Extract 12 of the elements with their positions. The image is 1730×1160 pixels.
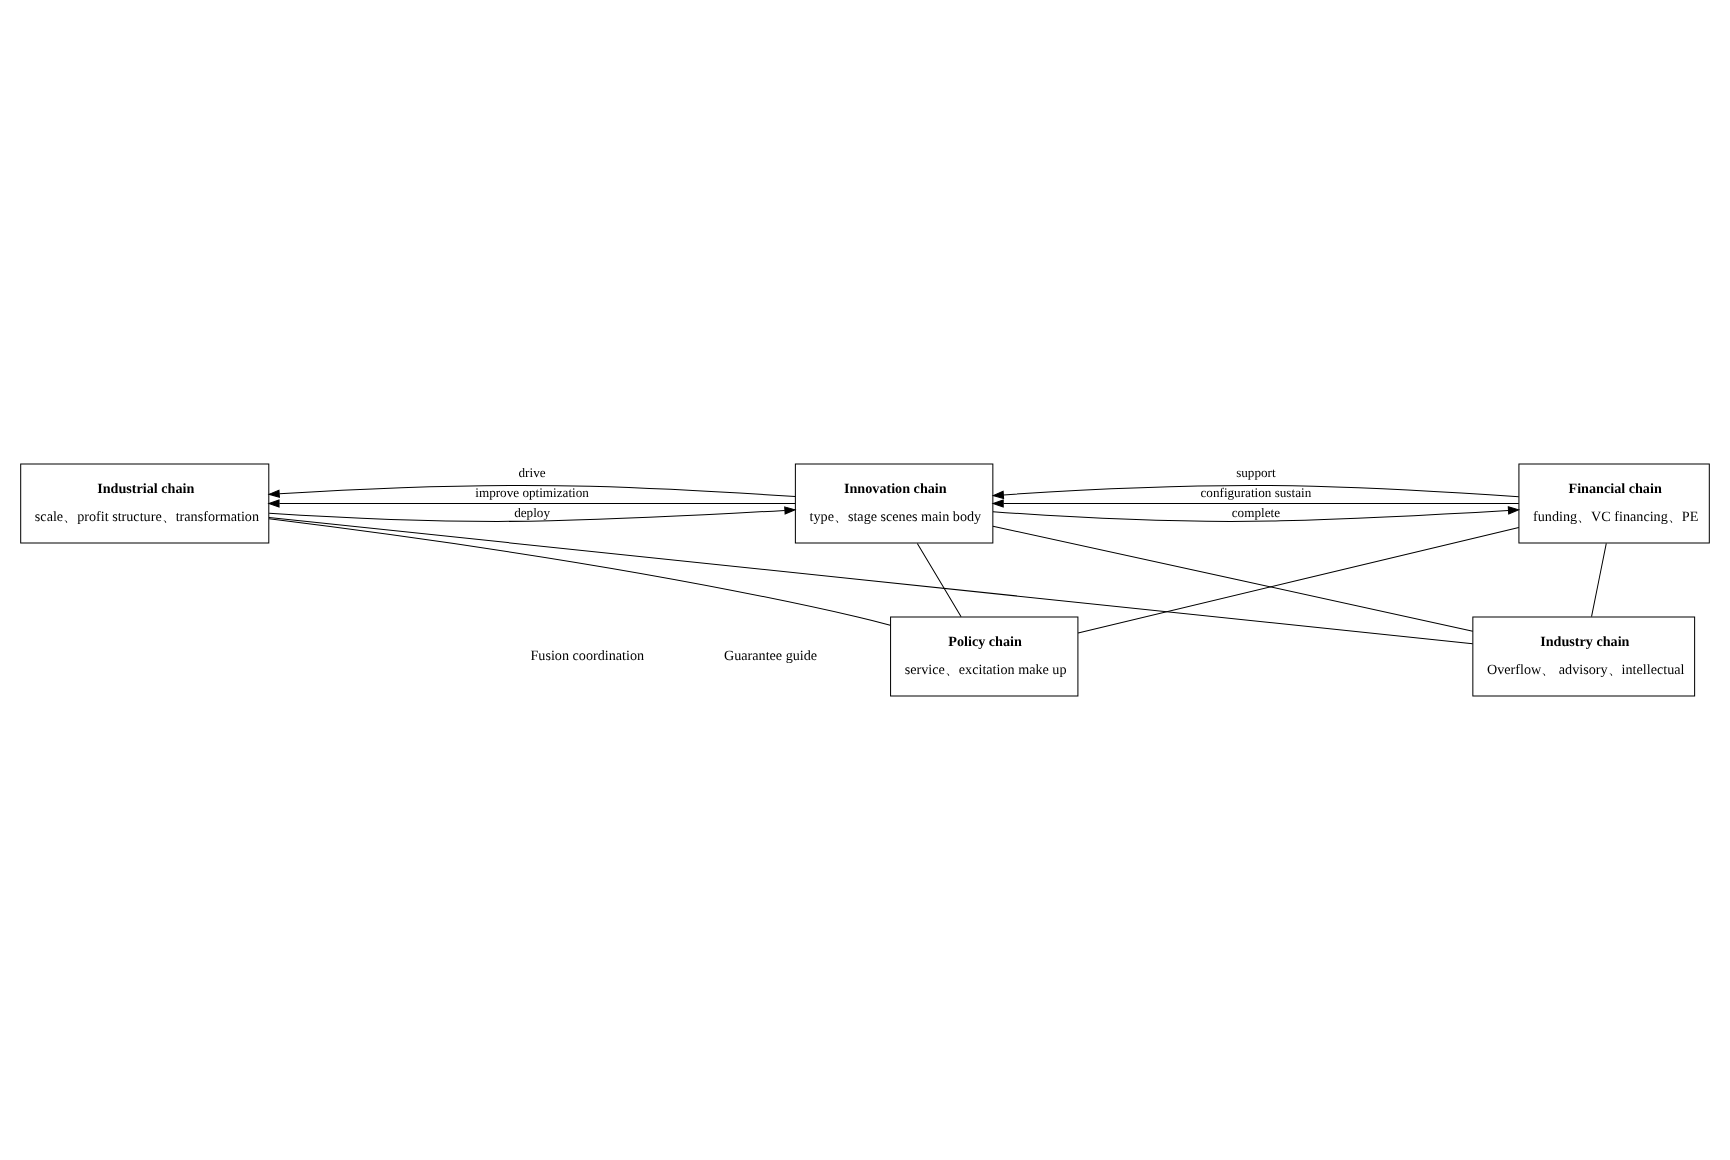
connector: [268, 518, 891, 626]
connector: [1077, 526, 1520, 634]
arrow: [267, 484, 796, 498]
arrow: [991, 485, 1520, 500]
arrow: [267, 499, 796, 508]
arrow: [268, 506, 797, 522]
connector: [992, 525, 1474, 632]
connector: [916, 542, 962, 618]
arrow: [991, 499, 1520, 508]
connector: [268, 517, 1474, 645]
arrow: [992, 506, 1521, 522]
connector: [1591, 542, 1607, 618]
